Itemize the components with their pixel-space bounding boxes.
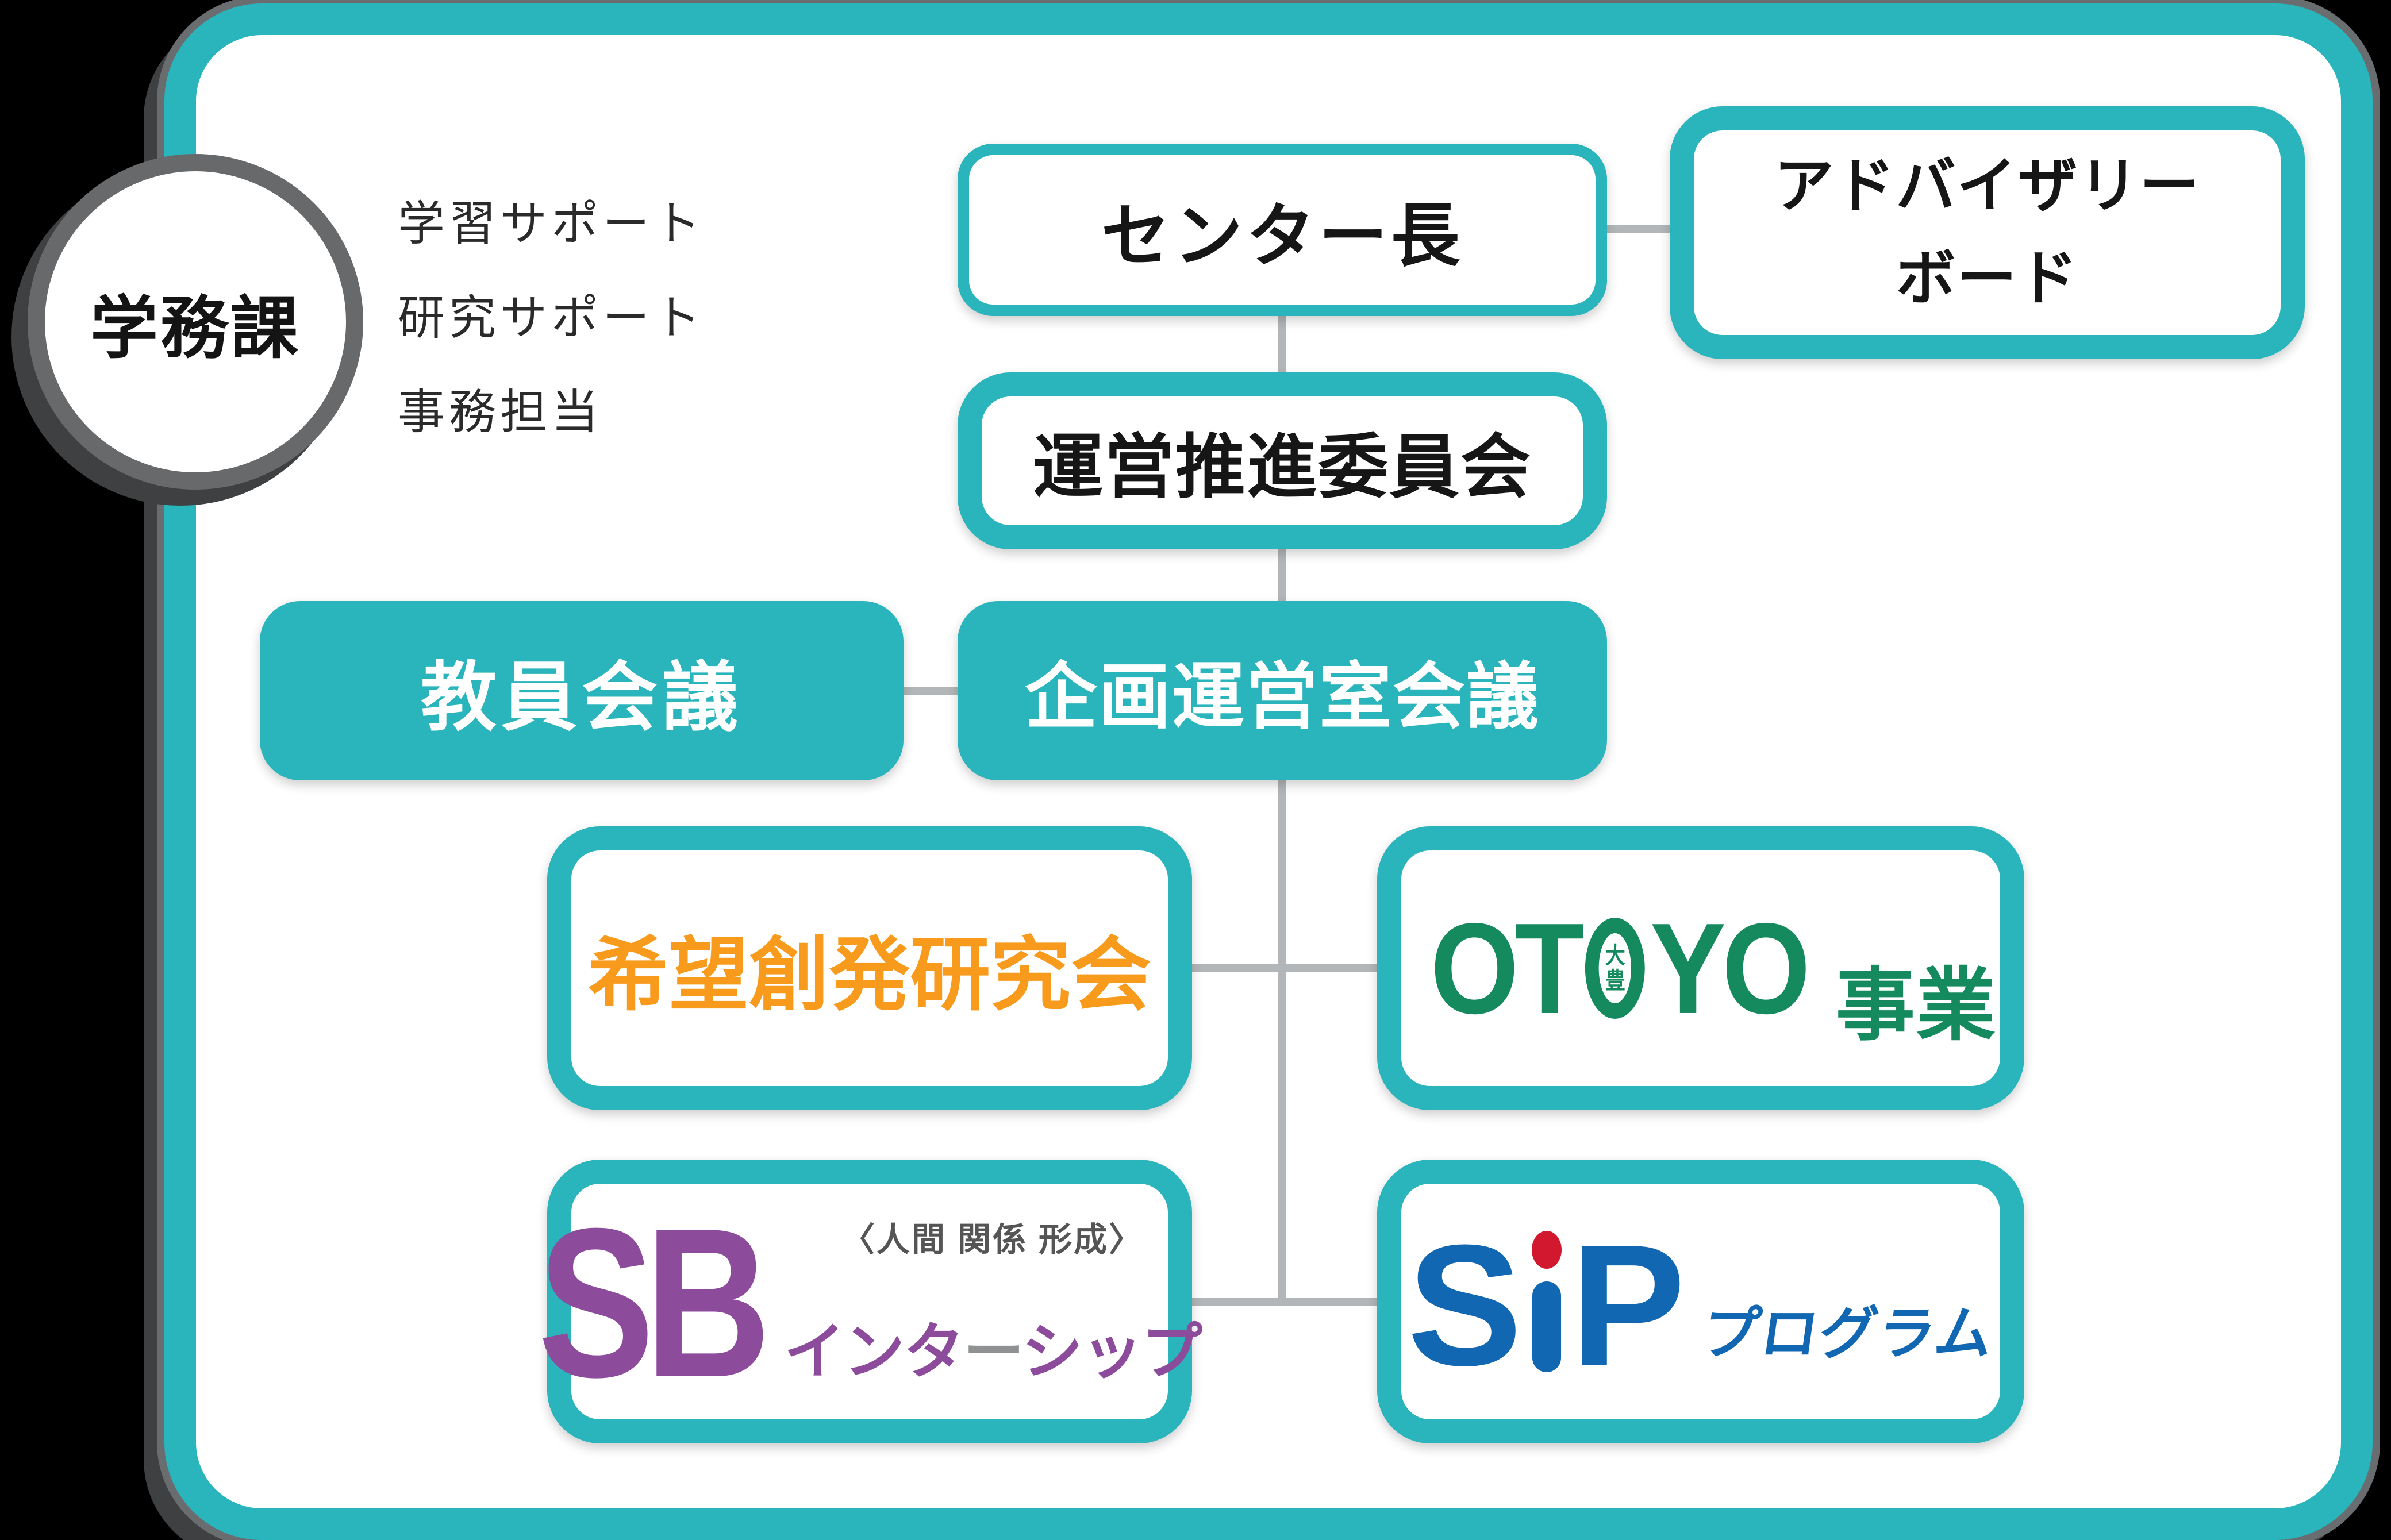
steering-committee-label: 運営推進委員会 <box>1033 428 1532 506</box>
advisory-board-line2: ボード <box>1896 245 2079 312</box>
sb-caption-label: 〈人間 関係 形成〉 <box>841 1221 1144 1258</box>
planning-office-meeting-label: 企画運営室会議 <box>1025 656 1540 737</box>
node-advisory-board: アドバイザリー ボード <box>1670 106 2305 359</box>
connector-vertical-spine <box>1278 777 1286 1306</box>
sip-letter-p: P <box>1570 1208 1686 1402</box>
node-steering-committee: 運営推進委員会 <box>958 372 1607 549</box>
node-kibo-sohatsu-group: 希望創発研究会 <box>547 826 1192 1110</box>
connector-faculty-planning <box>899 687 963 695</box>
node-sb-internship: SB 〈人間 関係 形成〉 インターシップ <box>538 1160 1202 1443</box>
sip-letter-i-icon <box>1531 1231 1562 1372</box>
sb-internship-logo: SB 〈人間 関係 形成〉 インターシップ <box>538 1184 1202 1422</box>
connector-director-advisory <box>1602 225 1675 233</box>
sip-logo: S P プログラム <box>1407 1208 1998 1402</box>
otoyo-letters-ot: OT <box>1430 895 1585 1041</box>
node-planning-office-meeting: 企画運営室会議 <box>958 601 1607 780</box>
gakumuka-circle-badge: 学務課 <box>28 154 363 490</box>
otoyo-o-inner-top: 大 <box>1605 943 1626 968</box>
connector-kibo-otoyo <box>1189 964 1382 972</box>
sip-i-red-dot-icon <box>1531 1231 1562 1269</box>
connector-sb-sip <box>1189 1298 1382 1306</box>
gakumuka-label: 学務課 <box>90 290 301 367</box>
sip-letter-s: S <box>1407 1208 1523 1402</box>
otoyo-logo: OT 大 豊 YO 事業 <box>1405 894 1997 1050</box>
faculty-meeting-label: 教員会議 <box>421 654 743 740</box>
sb-letters: SB <box>538 1184 771 1422</box>
advisory-board-line1: アドバイザリー <box>1774 152 2201 220</box>
node-otoyo-project: OT 大 豊 YO 事業 <box>1377 826 2024 1110</box>
sb-katakana-post: シップ <box>1021 1318 1202 1386</box>
otoyo-o-emblem-icon: 大 豊 <box>1585 918 1646 1019</box>
connector-committee-planning <box>1278 545 1286 606</box>
node-center-director: センター長 <box>958 144 1607 316</box>
sb-katakana-pre: インタ <box>784 1318 964 1386</box>
support-item-research: 研究サポート <box>398 292 705 344</box>
otoyo-wordmark: OT 大 豊 YO <box>1430 894 1810 1043</box>
otoyo-o-inner-bottom: 豊 <box>1605 968 1626 994</box>
support-item-admin: 事務担当 <box>398 386 603 438</box>
advisory-board-label: アドバイザリー ボード <box>1774 140 2200 325</box>
sip-i-stem-icon <box>1532 1281 1561 1372</box>
kibo-sohatsu-logo-text: 希望創発研究会 <box>587 930 1151 1020</box>
sip-program-label: プログラム <box>1697 1302 1998 1366</box>
sb-katakana-dash: ー <box>963 1318 1023 1386</box>
support-item-study: 学習サポート <box>398 198 705 250</box>
support-duties-list: 学習サポート 研究サポート 事務担当 <box>398 177 705 460</box>
otoyo-letters-yo: YO <box>1650 895 1810 1041</box>
otoyo-jigyo-label: 事業 <box>1835 961 1997 1050</box>
node-faculty-meeting: 教員会議 <box>260 601 904 780</box>
center-director-label: センター長 <box>1101 198 1463 275</box>
connector-director-committee <box>1278 313 1286 377</box>
sb-katakana-label: インターシップ <box>784 1302 1202 1391</box>
node-sip-program: S P プログラム <box>1377 1160 2024 1443</box>
sb-logo-right-column: 〈人間 関係 形成〉 インターシップ <box>784 1212 1202 1391</box>
